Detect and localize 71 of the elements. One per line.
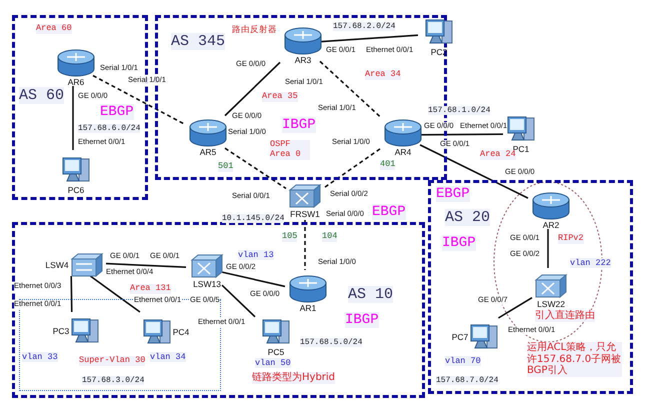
serial-link [324, 148, 380, 188]
ethernet-link [90, 275, 140, 313]
ethernet-link [222, 271, 286, 288]
device-label: PC7 [450, 332, 470, 342]
area-note: 运用ACL策略，只允许157.68.7.0子网被BGP引入 [527, 342, 622, 376]
ethernet-link [221, 284, 256, 318]
ethernet-link [70, 276, 73, 312]
serial-link [224, 148, 286, 190]
device-label: LSW13 [192, 279, 222, 289]
as-label: AS 20 [445, 209, 490, 226]
ethernet-link [72, 86, 74, 150]
vlan-label: vlan 222 [570, 258, 611, 268]
ethernet-link [547, 229, 549, 268]
vlan-label: vlan 13 [238, 250, 274, 260]
device-label: PC2 [430, 47, 448, 57]
serial-link [319, 60, 381, 118]
subnet-label: 157.68.2.0/24 [333, 22, 396, 32]
vlan-label: vlan 34 [150, 352, 186, 362]
device-label: FRSW1 [289, 209, 321, 219]
bgp-label: IBGP [345, 312, 379, 328]
bgp-label: IBGP [282, 117, 316, 134]
area-note: Area 35 [262, 92, 298, 102]
role-label: 路由反射器 [232, 24, 277, 36]
subnet-label: 157.68.3.0/24 [82, 376, 144, 386]
device-label: PC3 [52, 326, 70, 336]
subnet-label: 157.68.6.0/24 [78, 124, 140, 134]
bgp-label: EBGP [100, 104, 134, 120]
device-label: AR1 [298, 303, 318, 313]
device-label: PC6 [66, 185, 86, 195]
device-label: AR2 [542, 220, 560, 230]
device-label: LSW4 [44, 260, 70, 270]
device-label: LSW22 [536, 299, 566, 309]
area-note: RIPv2 [558, 234, 584, 244]
vlan-label: vlan 50 [255, 358, 291, 368]
bgp-label: EBGP [436, 186, 470, 202]
device-label: PC4 [172, 327, 190, 337]
area-note: Area 34 [365, 70, 401, 80]
as-label: AS 345 [171, 33, 226, 50]
device-label: AR3 [294, 55, 312, 65]
area-note: Area 24 [480, 150, 516, 160]
serial-link [304, 220, 306, 270]
dlci-label: 401 [380, 160, 396, 170]
vlan-label: Super-Vlan 30 [79, 356, 146, 366]
dlci-label: 501 [218, 162, 234, 172]
dlci-label: 105 [282, 232, 298, 242]
dlci-label: 104 [322, 232, 338, 242]
device-label: AR6 [66, 77, 86, 87]
frame-relay-switch [286, 182, 324, 220]
device-label: PC5 [266, 347, 286, 357]
ethernet-link [320, 34, 418, 42]
ethernet-link [106, 262, 186, 268]
as-label: AS 10 [348, 286, 394, 303]
ethernet-link [420, 133, 503, 136]
vlan-label: vlan 33 [22, 352, 58, 362]
area-note: 链路类型为Hybrid [252, 372, 336, 384]
area-note: 引入直连路由 [535, 310, 595, 322]
serial-link [92, 74, 186, 126]
subnet-label: 157.68.5.0/24 [300, 338, 362, 348]
area-note: Area 60 [36, 24, 72, 34]
device-label: AR5 [198, 147, 218, 157]
as-label: AS 60 [19, 87, 64, 104]
area-note: OSPF Area 0 [270, 140, 310, 160]
subnet-label: 10.1.145.0/24 [222, 214, 284, 224]
ethernet-link [224, 62, 281, 116]
device-label: AR4 [394, 147, 412, 157]
area-note: Area 131 [130, 284, 171, 294]
subnet-label: 157.68.1.0/24 [428, 106, 490, 116]
bgp-label: EBGP [372, 204, 406, 220]
subnet-label: 157.68.7.0/24 [436, 376, 498, 386]
vlan-label: vlan 70 [445, 356, 481, 366]
bgp-label: IBGP [442, 235, 476, 252]
